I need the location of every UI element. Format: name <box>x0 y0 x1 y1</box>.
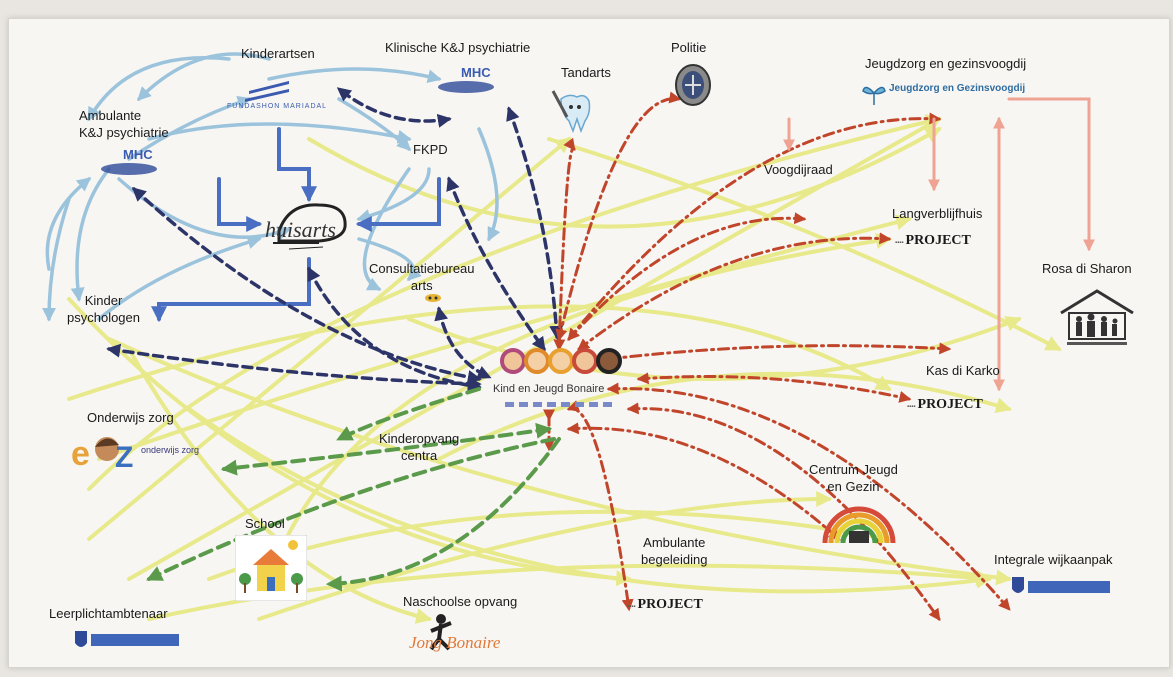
blue-connection-28 <box>137 52 271 101</box>
centrum-rainbow-logo <box>819 497 899 552</box>
node-langverblijfhuis: Langverblijfhuis <box>892 206 983 221</box>
rosa-house-logo <box>1057 287 1137 354</box>
node-school: School <box>245 516 285 531</box>
node-onderwijs-zorg: Onderwijs zorg <box>87 410 174 425</box>
node-jeugdzorg: Jeugdzorg en gezinsvoogdij <box>865 56 1027 71</box>
node-ambulante-begeleiding: Ambulante begeleiding <box>641 535 708 567</box>
red-dashed-connection-48 <box>606 342 952 364</box>
svg-text:e: e <box>71 435 90 473</box>
ez-logo: e Z onderwijs zorg <box>71 435 200 474</box>
mhc-logo: MHC <box>434 65 504 100</box>
navy-dashed-connection-42 <box>336 87 452 128</box>
leerplicht-logo <box>71 629 183 660</box>
node-kinderopvang: Kinderopvang centra <box>379 431 460 463</box>
node-kinderartsen: Kinderartsen <box>241 46 315 61</box>
blue-connection-18 <box>267 67 442 84</box>
red-dashed-connection-54 <box>606 382 1011 611</box>
center-node-kind-en-jeugd: Kind en Jeugd Bonaire <box>485 339 635 419</box>
blue-connection-25 <box>147 122 412 144</box>
green-dashed-connection-57 <box>325 437 561 592</box>
green-dashed-connection-56 <box>146 437 556 581</box>
green-dashed-connection-58 <box>336 387 481 441</box>
integrale-logo <box>1004 575 1112 606</box>
node-klinische: Klinische K&J psychiatrie <box>385 40 531 55</box>
node-consultatiebureau: Consultatiebureau arts <box>369 261 475 293</box>
node-leerplichtambtenaar: Leerplichtambtenaar <box>49 606 168 621</box>
blue-connection-20 <box>127 95 252 161</box>
yellow-connection-13 <box>127 347 433 624</box>
school-drawing-logo <box>234 534 308 606</box>
node-kinder-psychologen: Kinder psychologen <box>67 293 140 325</box>
diagram-board: Kinderartsen FUNDASHON MARIADAL Klinisch… <box>8 18 1170 668</box>
node-kas-di-karko: Kas di Karko <box>926 363 1000 378</box>
node-tandarts: Tandarts <box>561 65 611 80</box>
project-logo-2: ▪▪▪▪PROJECT <box>907 397 983 412</box>
blue-connection-21 <box>42 197 71 322</box>
node-fkpd: FKPD <box>413 142 448 157</box>
consultatie-icon <box>423 291 443 309</box>
node-naschoolse-opvang: Naschoolse opvang <box>403 594 518 609</box>
node-integrale-wijkaanpak: Integrale wijkaanpak <box>994 552 1113 567</box>
node-voogdijraad: Voogdijraad <box>764 162 833 177</box>
blue-connection-19 <box>70 167 111 302</box>
pink-connection-59 <box>1007 97 1095 252</box>
mhc-logo-2: MHC <box>99 147 169 182</box>
jeugdzorg-logo: Jeugdzorg en Gezinsvoogdij <box>849 79 1049 109</box>
green-dashed-connection-55 <box>220 422 553 476</box>
blue-elbow-33 <box>217 177 263 232</box>
node-ambulante-kj: Ambulante K&J psychiatrie <box>79 108 169 140</box>
red-dashed-connection-47 <box>577 232 892 351</box>
project-logo-1: ▪▪▪▪PROJECT <box>895 233 971 248</box>
blue-connection-22 <box>337 97 411 151</box>
node-politie: Politie <box>671 40 707 55</box>
huisarts-logo: huisarts <box>259 197 359 252</box>
blue-connection-26 <box>45 177 92 271</box>
yellow-connection-4 <box>67 304 892 401</box>
tooth-icon <box>547 87 597 142</box>
node-centrum-jeugd: Centrum Jeugd en Gezin <box>809 462 898 494</box>
blue-connection-29 <box>477 127 501 242</box>
node-rosa: Rosa di Sharon <box>1042 261 1132 276</box>
mariadal-logo: FUNDASHON MARIADAL <box>219 75 329 115</box>
jong-bonaire-logo: Jong Bonaire <box>407 613 537 655</box>
svg-text:Z: Z <box>115 441 133 474</box>
navy-dashed-connection-38 <box>307 266 482 393</box>
project-logo-3: ▪▪▪▪PROJECT <box>627 597 703 612</box>
blue-elbow-32 <box>277 127 317 203</box>
police-badge-icon <box>673 63 713 112</box>
